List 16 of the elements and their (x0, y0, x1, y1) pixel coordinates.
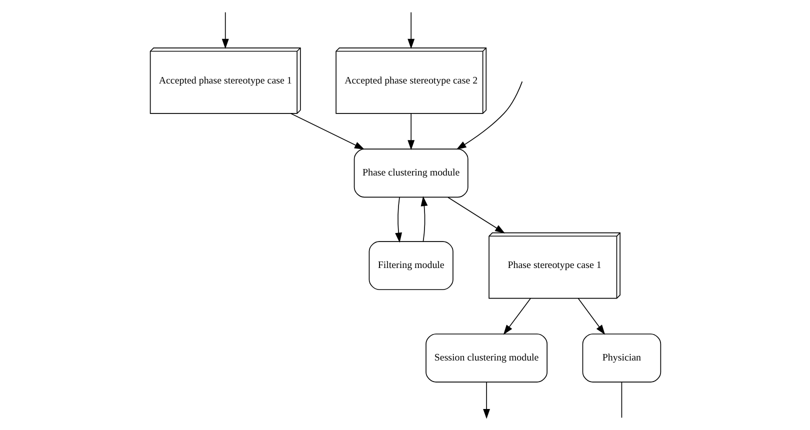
arrow (482, 382, 490, 419)
arrow (502, 298, 530, 335)
node-box: Physician (582, 334, 661, 382)
arrow (394, 196, 402, 243)
arrow (456, 81, 522, 150)
arrow (577, 298, 605, 335)
arrow (420, 196, 428, 242)
node-box: Filtering module (368, 241, 453, 290)
arrow (221, 12, 228, 49)
connector (620, 382, 622, 418)
arrow (407, 113, 414, 150)
node-box: Session clustering module (425, 334, 547, 382)
arrow (407, 12, 414, 49)
node-box: Phase clustering module (353, 148, 468, 198)
arrow (290, 113, 364, 150)
arrow (447, 196, 504, 234)
